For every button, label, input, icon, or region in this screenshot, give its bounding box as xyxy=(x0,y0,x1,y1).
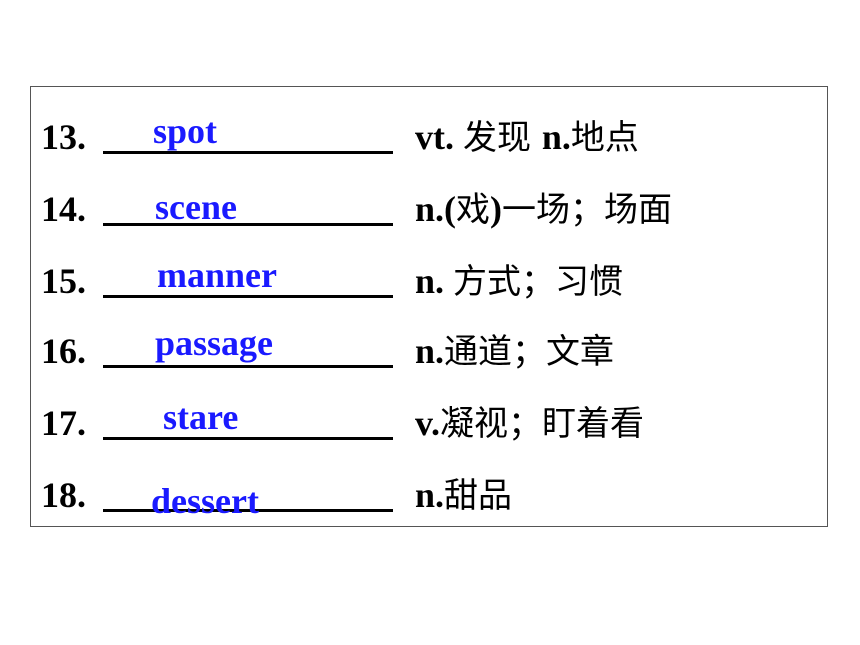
definition-en: n. xyxy=(415,261,454,301)
answer-word: stare xyxy=(163,397,239,437)
definition-en-2: ) xyxy=(490,189,503,229)
answer-word: passage xyxy=(155,323,274,363)
definition-cn: 凝视；盯着看 xyxy=(440,404,645,444)
answer-word: manner xyxy=(157,255,277,295)
item-number: 14. xyxy=(41,189,86,229)
answer-blank-line xyxy=(103,151,393,154)
answer-blank-line xyxy=(103,223,393,226)
definition-cn: 甜品 xyxy=(444,476,513,516)
definition-en: n. xyxy=(415,331,445,371)
item-number: 18. xyxy=(41,475,86,515)
vocab-row-15: 15. manner n. 方式；习惯 xyxy=(41,253,821,309)
vocab-row-18: 18. dessert n.甜品 xyxy=(41,467,821,523)
item-number: 17. xyxy=(41,403,86,443)
definition: vt. 发现 n.地点 xyxy=(415,109,639,166)
vocab-row-14: 14. scene n.(戏)一场；场面 xyxy=(41,181,821,237)
definition-en: n.( xyxy=(415,189,457,229)
definition: n.甜品 xyxy=(415,467,512,524)
answer-blank-line xyxy=(103,437,393,440)
answer-word: spot xyxy=(153,111,218,151)
answer-blank-line xyxy=(103,295,393,298)
definition: v.凝视；盯着看 xyxy=(415,395,644,452)
definition-en: vt. xyxy=(415,117,463,157)
definition: n.(戏)一场；场面 xyxy=(415,181,672,238)
definition-cn: 方式；习惯 xyxy=(453,262,624,302)
answer-blank-line xyxy=(103,509,393,512)
item-number: 13. xyxy=(41,117,86,157)
definition-cn-2: 一场；场面 xyxy=(502,190,673,230)
vocabulary-box: 13. spot vt. 发现 n.地点 14. scene n.(戏)一场；场… xyxy=(30,86,828,527)
definition: n.通道；文章 xyxy=(415,323,614,380)
vocab-row-17: 17. stare v.凝视；盯着看 xyxy=(41,395,821,451)
item-number: 16. xyxy=(41,331,86,371)
vocab-row-13: 13. spot vt. 发现 n.地点 xyxy=(41,109,821,165)
answer-word: scene xyxy=(155,187,237,227)
definition: n. 方式；习惯 xyxy=(415,253,623,310)
vocab-row-16: 16. passage n.通道；文章 xyxy=(41,323,821,379)
answer-blank-line xyxy=(103,365,393,368)
answer-word: dessert xyxy=(151,481,259,521)
item-number: 15. xyxy=(41,261,86,301)
definition-cn: 发现 xyxy=(463,118,542,158)
definition-en-2: n. xyxy=(541,117,571,157)
definition-en: v. xyxy=(415,403,441,443)
definition-en: n. xyxy=(415,475,445,515)
definition-cn: 通道；文章 xyxy=(444,332,615,372)
definition-cn-2: 地点 xyxy=(570,118,639,158)
definition-cn: 戏 xyxy=(456,190,491,230)
